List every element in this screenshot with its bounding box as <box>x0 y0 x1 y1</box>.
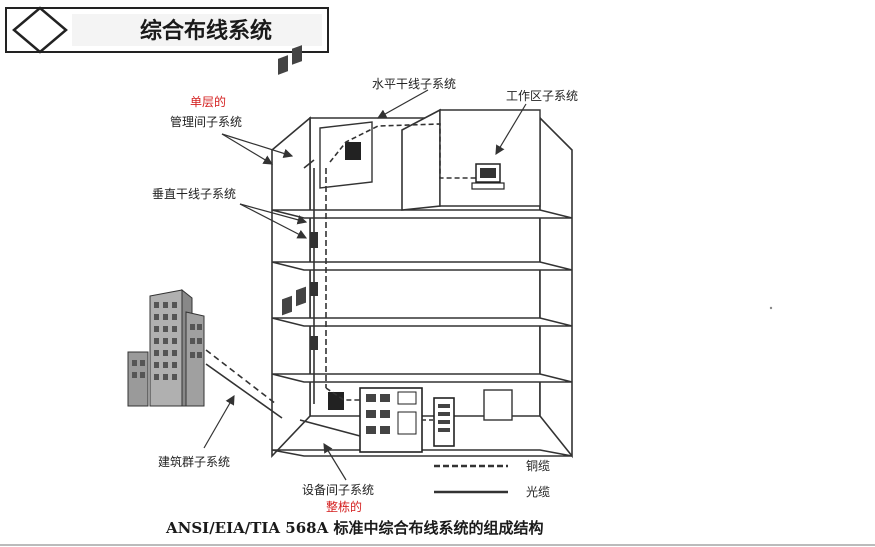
whole-building-label: 整栋的 <box>326 499 362 514</box>
equipment-room-label: 设备间子系统 <box>302 483 374 497</box>
telecom-room-label: 管理间子系统 <box>170 114 242 129</box>
backbone-junctions <box>310 232 318 350</box>
telecom-room-equipment <box>278 45 361 160</box>
header-banner: 综合布线系统 <box>5 6 329 54</box>
diagram-caption: ANSI/EIA/TIA 568A 标准中综合布线系统的组成结构 <box>165 519 543 537</box>
legend-copper: 铜缆 <box>526 458 550 473</box>
computer-icon <box>471 163 505 190</box>
legend-fiber: 光缆 <box>526 485 550 499</box>
backbone-label: 垂直干线子系统 <box>152 187 236 201</box>
horizontal-label: 水平干线子系统 <box>372 77 456 91</box>
single-floor-label: 单层的 <box>190 94 226 109</box>
equipment-room <box>282 286 455 453</box>
page-title: 综合布线系统 <box>140 18 272 44</box>
campus-label: 建筑群子系统 <box>158 454 230 469</box>
work-area-label: 工作区子系统 <box>506 89 578 103</box>
annotation-arrows <box>203 89 527 481</box>
campus-building <box>127 288 205 407</box>
building <box>271 108 573 459</box>
diamond-icon <box>12 6 68 54</box>
stray-dot <box>769 306 773 310</box>
legend: 铜缆 光缆 <box>434 458 550 499</box>
